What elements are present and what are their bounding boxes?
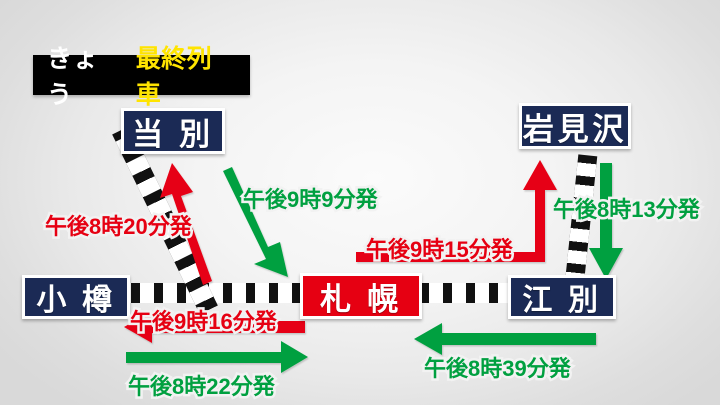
label-outline: 午後8時13分発 (551, 195, 703, 225)
label-text: 午後9時16分発 (130, 309, 277, 334)
label-tobetsu-inbound: 午後9時9分発 午後9時9分発 (240, 182, 380, 215)
station-label: 札 幌 (320, 281, 402, 317)
station-label: 当 別 (132, 116, 214, 152)
label-outline: 午後9時9分発 (240, 185, 380, 215)
label-text: 午後9時15分発 (366, 237, 513, 262)
track-sapporo-ebetsu (420, 283, 518, 303)
label-text: 午後8時39分発 (424, 356, 571, 381)
arrow-iwamizawa-to-ebetsu (589, 163, 623, 279)
station-label: 小 樽 (36, 284, 116, 317)
station-iwamizawa[interactable]: 岩見沢 (519, 103, 631, 149)
arrow-sapporo-to-iwamizawa (356, 160, 557, 262)
station-sapporo[interactable]: 札 幌 (300, 273, 422, 319)
station-otaru[interactable]: 小 樽 (22, 275, 130, 319)
track-ties (420, 283, 518, 303)
label-otaru-inbound: 午後8時22分発 午後8時22分発 (126, 369, 278, 402)
label-outline: 午後9時16分発 (128, 307, 280, 337)
label-text: 午後8時22分発 (128, 374, 275, 399)
label-iwamizawa-inbound: 午後8時13分発 午後8時13分発 (551, 192, 703, 225)
arrow-sapporo-to-otaru (124, 311, 305, 343)
label-outline: 午後9時15分発 (364, 235, 516, 265)
label-text: 午後8時13分発 (553, 197, 700, 222)
station-ebetsu[interactable]: 江 別 (508, 275, 616, 319)
label-iwamizawa-outbound: 午後9時15分発 午後9時15分発 (364, 232, 516, 265)
headline-prefix: きょう (47, 45, 100, 109)
station-label: 岩見沢 (522, 111, 628, 147)
headline-highlight: 最終列車 (135, 45, 213, 109)
arrow-tobetsu-to-sapporo (223, 167, 288, 277)
arrow-otaru-to-sapporo (126, 341, 308, 373)
label-text: 午後9時9分発 (243, 187, 378, 212)
station-label: 江 別 (522, 284, 602, 317)
label-outline: 午後8時39分発 (422, 354, 574, 384)
label-tobetsu-outbound: 午後8時20分発 午後8時20分発 (43, 209, 195, 242)
station-tobetsu[interactable]: 当 別 (121, 108, 225, 154)
arrow-ebetsu-to-sapporo (414, 323, 596, 355)
arrow-sapporo-to-tobetsu (160, 163, 212, 285)
label-outline: 午後8時22分発 (126, 372, 278, 402)
label-text: 午後8時20分発 (45, 214, 192, 239)
label-ebetsu-inbound: 午後8時39分発 午後8時39分発 (422, 351, 574, 384)
label-otaru-outbound: 午後9時16分発 午後9時16分発 (128, 304, 280, 337)
headline-banner: きょう 最終列車 (33, 45, 250, 109)
label-outline: 午後8時20分発 (43, 212, 195, 242)
